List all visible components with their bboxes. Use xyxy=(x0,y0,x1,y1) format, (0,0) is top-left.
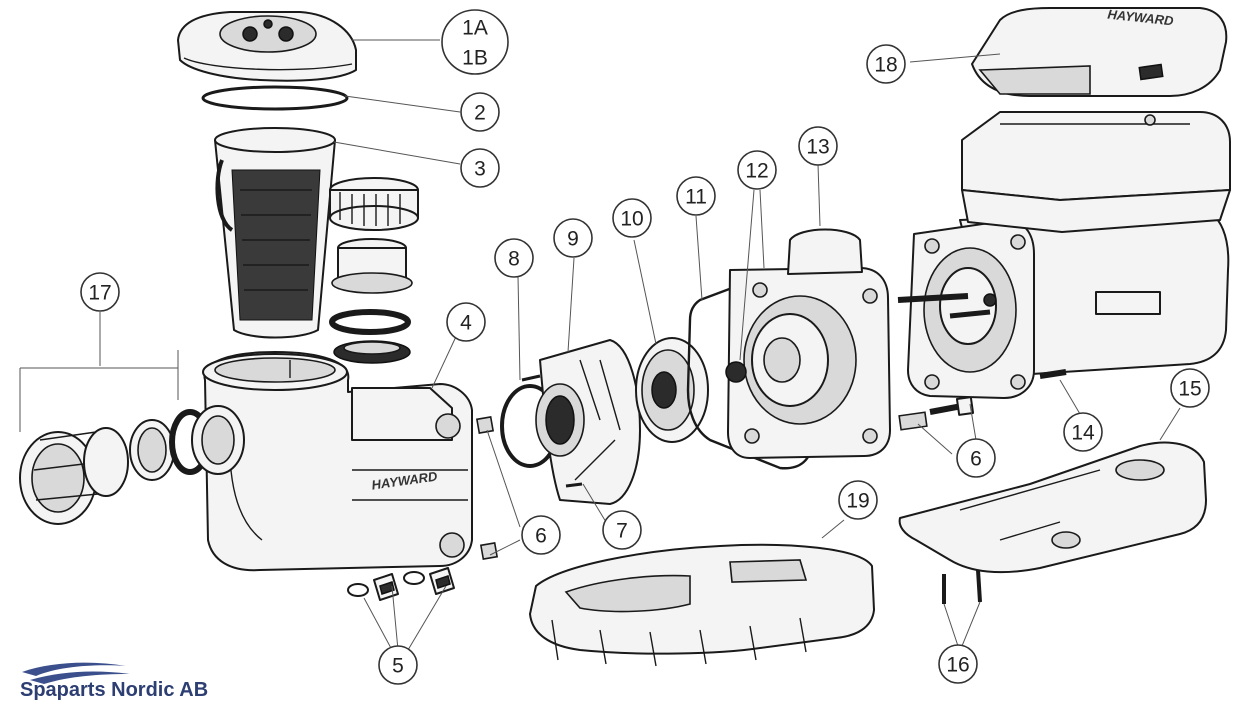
callout-18-label: 18 xyxy=(874,54,897,77)
callout-6-left-label: 6 xyxy=(535,525,547,548)
callout-5: 5 xyxy=(378,645,418,685)
callout-17-label: 17 xyxy=(88,282,111,305)
motor-support xyxy=(898,441,1207,574)
impeller xyxy=(635,337,709,443)
callout-9-label: 9 xyxy=(567,228,579,251)
callout-4: 4 xyxy=(446,302,486,342)
callout-8-label: 8 xyxy=(508,248,520,271)
square-nut-lower xyxy=(479,541,499,561)
square-nut-upper xyxy=(475,415,495,435)
callout-6-left: 6 xyxy=(521,515,561,555)
callout-6-right: 6 xyxy=(956,438,996,478)
seal-plate xyxy=(725,228,891,459)
diffuser-screws xyxy=(521,374,583,488)
callout-14-label: 14 xyxy=(1071,422,1095,445)
union-fittings-stack xyxy=(329,177,419,364)
callout-9: 9 xyxy=(553,218,593,258)
callout-11: 11 xyxy=(676,176,716,216)
inlet-union-assembly xyxy=(19,405,245,525)
support-screws xyxy=(942,569,982,604)
callout-19: 19 xyxy=(838,480,878,520)
diffuser xyxy=(535,339,641,505)
callout-13: 13 xyxy=(798,126,838,166)
brand-wave-icon-lower xyxy=(30,671,130,684)
strainer-cover xyxy=(177,11,357,82)
drive-housing xyxy=(961,111,1231,233)
callout-3-label: 3 xyxy=(474,158,486,181)
callout-2-label: 2 xyxy=(474,102,486,125)
callout-16: 16 xyxy=(938,644,978,684)
callout-11-label: 11 xyxy=(685,186,707,209)
callout-15: 15 xyxy=(1170,368,1210,408)
callout-12-label: 12 xyxy=(745,160,768,183)
callout-1b-label: 1B xyxy=(462,47,488,70)
motor xyxy=(897,209,1230,399)
callout-10: 10 xyxy=(612,198,652,238)
motor-stud xyxy=(1039,369,1067,379)
callout-13-label: 13 xyxy=(806,136,829,159)
motor-bolts xyxy=(898,396,975,431)
callout-14: 14 xyxy=(1063,412,1103,452)
callout-17: 17 xyxy=(80,272,120,312)
callout-6-right-label: 6 xyxy=(970,448,982,471)
callout-3: 3 xyxy=(460,148,500,188)
housing-support xyxy=(529,543,875,667)
callout-7: 7 xyxy=(602,510,642,550)
callout-10-label: 10 xyxy=(620,208,643,231)
lid-o-ring xyxy=(201,85,349,111)
callout-1a1b: 1A 1B xyxy=(441,9,509,75)
pump-housing: HAYWARD xyxy=(202,351,473,572)
brand-name: Spaparts Nordic AB xyxy=(20,679,208,701)
callout-7-label: 7 xyxy=(616,520,628,543)
drive-cover: HAYWARD xyxy=(971,7,1228,97)
callout-8: 8 xyxy=(494,238,534,278)
callout-15-label: 15 xyxy=(1178,378,1201,401)
callout-5-label: 5 xyxy=(392,655,404,678)
callout-1a-label: 1A xyxy=(462,17,488,40)
callout-18: 18 xyxy=(866,44,906,84)
callout-4-label: 4 xyxy=(460,312,472,335)
callout-2: 2 xyxy=(460,92,500,132)
drive-cover-brand-mark: HAYWARD xyxy=(1107,7,1175,29)
callout-12: 12 xyxy=(737,150,777,190)
leader-lines xyxy=(19,39,1181,651)
callout-16-label: 16 xyxy=(946,654,969,677)
brand-wave-icon xyxy=(22,662,126,676)
drain-plugs xyxy=(347,567,455,601)
strainer-basket xyxy=(214,127,336,339)
brand-logo: Spaparts Nordic AB xyxy=(20,662,208,701)
callout-19-label: 19 xyxy=(846,490,869,513)
